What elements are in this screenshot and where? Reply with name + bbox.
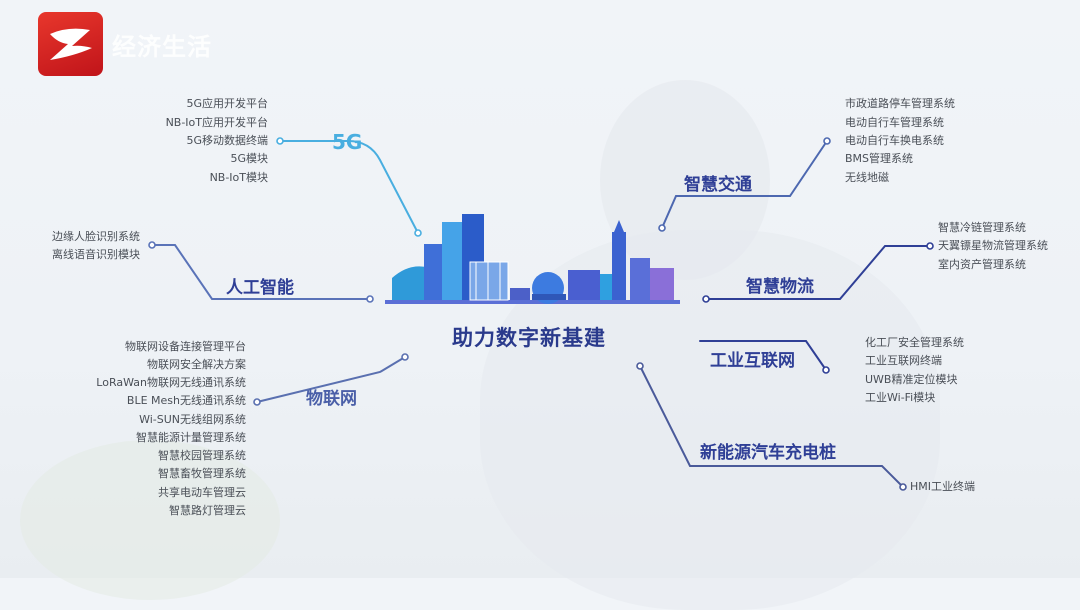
node-iot-item: LoRaWan物联网无线通讯系统 xyxy=(96,376,246,389)
background-plant xyxy=(20,440,280,600)
node-5g-item: NB-IoT应用开发平台 xyxy=(165,116,268,129)
node-industry-item: 工业Wi-Fi模块 xyxy=(865,391,936,404)
city-skyline-illustration xyxy=(385,214,680,304)
node-industry-item: 化工厂安全管理系统 xyxy=(865,336,964,349)
node-traffic-item: 无线地磁 xyxy=(845,171,889,184)
node-5g-item: 5G模块 xyxy=(230,152,268,165)
node-iot-item: BLE Mesh无线通讯系统 xyxy=(126,394,246,407)
node-iot-item: 物联网设备连接管理平台 xyxy=(125,340,246,353)
node-iot-item: 智慧畜牧管理系统 xyxy=(158,467,246,480)
logo-mark-icon xyxy=(50,28,92,60)
node-logistics-label: 智慧物流 xyxy=(746,277,814,297)
node-iot-label: 物联网 xyxy=(306,389,357,409)
center-title: 助力数字新基建 xyxy=(452,326,606,350)
node-logistics-item: 天翼镖星物流管理系统 xyxy=(938,239,1048,252)
node-iot-item: 智慧路灯管理云 xyxy=(169,504,246,517)
node-ai-item: 边缘人脸识别系统 xyxy=(52,230,140,243)
node-ai-label: 人工智能 xyxy=(226,278,294,298)
node-traffic-item: 市政道路停车管理系统 xyxy=(845,97,955,110)
node-5g-item: NB-IoT模块 xyxy=(209,171,268,184)
node-ai-item: 离线语音识别模块 xyxy=(52,248,140,261)
node-5g-item: 5G移动数据终端 xyxy=(186,134,268,147)
node-traffic-item: 电动自行车换电系统 xyxy=(845,134,944,147)
node-industry-label: 工业互联网 xyxy=(710,351,795,371)
node-iot-item: 智慧校园管理系统 xyxy=(158,449,246,462)
node-5g-item: 5G应用开发平台 xyxy=(186,97,268,110)
node-traffic-label: 智慧交通 xyxy=(684,175,752,195)
node-iot-item: 共享电动车管理云 xyxy=(158,486,246,499)
node-ev-item: HMI工业终端 xyxy=(910,480,976,493)
node-iot-item: 物联网安全解决方案 xyxy=(147,358,246,371)
node-industry-item: UWB精准定位模块 xyxy=(865,373,958,386)
node-ev-label: 新能源汽车充电桩 xyxy=(700,443,836,463)
channel-logo xyxy=(38,12,103,76)
node-iot-item: Wi-SUN无线组网系统 xyxy=(139,413,246,426)
node-traffic-item: 电动自行车管理系统 xyxy=(845,116,944,129)
channel-name: 经济生活 xyxy=(112,33,212,61)
node-logistics-item: 智慧冷链管理系统 xyxy=(938,221,1026,234)
node-iot-item: 智慧能源计量管理系统 xyxy=(136,431,246,444)
mindmap-connectors xyxy=(148,137,934,491)
node-5g-label: 5G xyxy=(332,130,363,154)
node-traffic-item: BMS管理系统 xyxy=(845,152,914,165)
node-logistics-item: 室内资产管理系统 xyxy=(938,258,1026,271)
node-industry-item: 工业互联网终端 xyxy=(865,354,942,367)
